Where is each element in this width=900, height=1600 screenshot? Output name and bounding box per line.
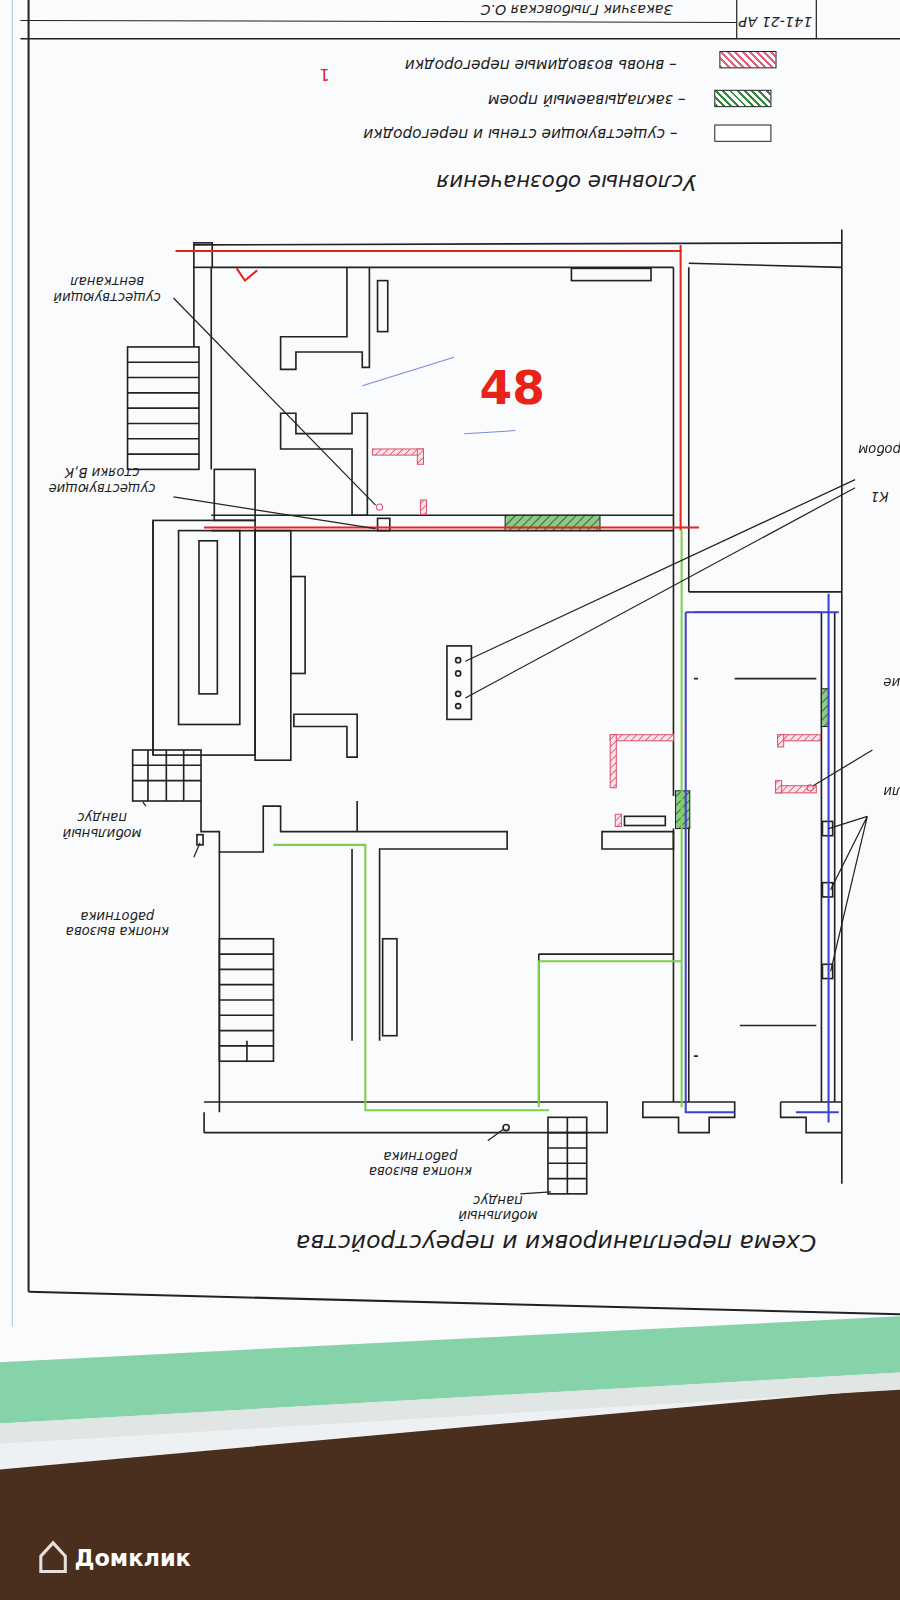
sheet-code: 141-21 АР bbox=[739, 14, 813, 30]
callout-note: кнопка вызова работника bbox=[51, 908, 184, 938]
room-number: 48 bbox=[480, 361, 545, 415]
legend-swatch bbox=[714, 90, 771, 107]
customer-stamp: Заказчик Глыбовская О.С bbox=[480, 2, 672, 18]
red-mark: 1 bbox=[319, 64, 329, 83]
legend-swatch bbox=[719, 51, 776, 68]
callout-note: существующий вентканал bbox=[36, 274, 179, 304]
callout-fragment: К1 bbox=[871, 488, 889, 503]
drawing-title: Схема перепланировки и переустройства bbox=[296, 1229, 816, 1256]
legend-title: Условные обозначения bbox=[436, 169, 696, 194]
callout-fragment: робом bbox=[858, 441, 900, 456]
legend-text: – существующие стены и перегородки bbox=[363, 125, 677, 143]
callout-note: мобильный пандус bbox=[51, 809, 153, 839]
legend-swatch bbox=[714, 124, 771, 141]
legend-text: – вновь возводимые перегородки bbox=[405, 55, 677, 73]
callout-note: кнопка вызова работника bbox=[354, 1148, 487, 1178]
callout-fragment: ли bbox=[883, 783, 900, 798]
callout-fragment: ие bbox=[883, 674, 900, 689]
watermark: Домклик bbox=[74, 1545, 190, 1571]
legend-text: – закладываемый проем bbox=[488, 90, 685, 108]
callout-note: существующие стояки В,К bbox=[33, 464, 171, 494]
callout-note: мобильный пандус bbox=[447, 1192, 549, 1222]
